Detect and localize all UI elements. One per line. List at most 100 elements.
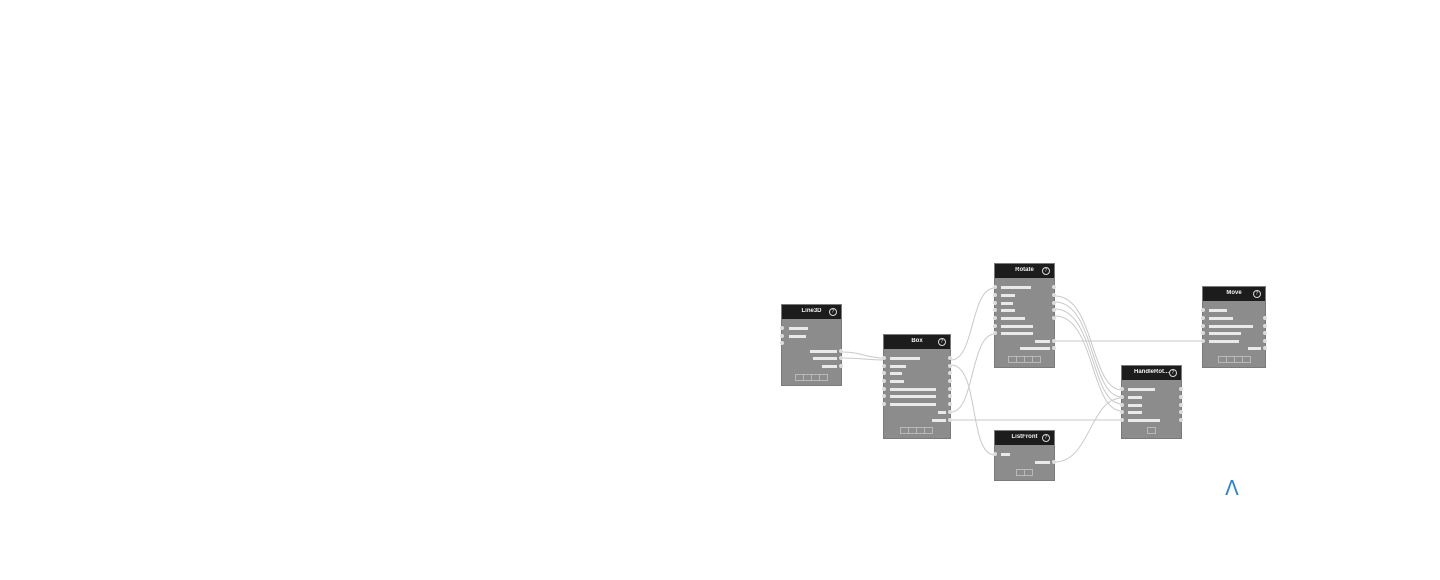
output-port-dot[interactable] <box>839 356 843 360</box>
input-port-dot[interactable] <box>780 341 784 345</box>
preview-strip[interactable] <box>1147 427 1156 434</box>
input-port-dot[interactable] <box>882 387 886 391</box>
wire-rotate-handlerot-3[interactable] <box>1054 308 1123 405</box>
help-icon[interactable]: ? <box>1042 267 1050 275</box>
output-port-dot[interactable] <box>1179 387 1183 391</box>
output-port-dot[interactable] <box>948 387 952 391</box>
input-port-dot[interactable] <box>1201 331 1205 335</box>
input-port-dot[interactable] <box>1201 324 1205 328</box>
output-port-dot[interactable] <box>948 418 952 422</box>
output-port-dot[interactable] <box>1263 316 1267 320</box>
output-port-dot[interactable] <box>948 371 952 375</box>
input-port-dot[interactable] <box>882 402 886 406</box>
chevron-up-icon[interactable]: Λ <box>1225 476 1239 500</box>
output-port-dot[interactable] <box>948 394 952 398</box>
output-port-dot[interactable] <box>1052 293 1056 297</box>
output-port-dot[interactable] <box>1052 460 1056 464</box>
preview-strip[interactable] <box>1218 356 1251 363</box>
node-rotate[interactable]: Rotate ? <box>993 264 1056 367</box>
port-row <box>882 387 952 392</box>
port-row <box>1201 316 1267 321</box>
output-port-dot[interactable] <box>948 410 952 414</box>
input-port-dot[interactable] <box>993 285 997 289</box>
node-header[interactable]: Rotate ? <box>995 264 1054 278</box>
input-port-dot[interactable] <box>1120 418 1124 422</box>
node-title: Line3D <box>801 308 822 314</box>
input-port-dot[interactable] <box>993 293 997 297</box>
wire-line3d-box-2[interactable] <box>841 357 885 361</box>
wire-box-rotate-1[interactable] <box>950 287 996 361</box>
input-port-dot[interactable] <box>1120 387 1124 391</box>
preview-strip[interactable] <box>1016 469 1033 476</box>
output-port-dot[interactable] <box>948 356 952 360</box>
preview-strip[interactable] <box>795 374 828 381</box>
input-port-dot[interactable] <box>993 316 997 320</box>
input-port-dot[interactable] <box>882 379 886 383</box>
input-port-dot[interactable] <box>993 308 997 312</box>
node-header[interactable]: Line3D ? <box>782 305 841 319</box>
input-port-dot[interactable] <box>1201 339 1205 343</box>
input-port-dot[interactable] <box>882 364 886 368</box>
input-port-dot[interactable] <box>780 326 784 330</box>
help-icon[interactable]: ? <box>1253 290 1261 298</box>
preview-strip[interactable] <box>900 427 933 434</box>
output-port-dot[interactable] <box>1179 418 1183 422</box>
node-header[interactable]: ListFront ? <box>995 431 1054 445</box>
node-listfront[interactable]: ListFront ? <box>993 431 1056 480</box>
output-port-dot[interactable] <box>839 364 843 368</box>
output-port-dot[interactable] <box>1179 403 1183 407</box>
input-port-dot[interactable] <box>1120 410 1124 414</box>
input-port-dot[interactable] <box>882 356 886 360</box>
node-line3d[interactable]: Line3D ? <box>780 305 843 385</box>
node-header[interactable]: Move ? <box>1203 287 1265 301</box>
input-port-dot[interactable] <box>993 452 997 456</box>
output-port-dot[interactable] <box>1263 339 1267 343</box>
input-port-dot[interactable] <box>993 301 997 305</box>
input-port-dot[interactable] <box>1201 316 1205 320</box>
input-port-dot[interactable] <box>1120 395 1124 399</box>
input-port-dot[interactable] <box>780 334 784 338</box>
output-port-dot[interactable] <box>1052 346 1056 350</box>
output-port-dot[interactable] <box>948 364 952 368</box>
input-port-dot[interactable] <box>1201 308 1205 312</box>
help-icon[interactable]: ? <box>938 338 946 346</box>
output-port-dot[interactable] <box>1052 285 1056 289</box>
preview-strip[interactable] <box>1008 356 1041 363</box>
help-icon[interactable]: ? <box>829 308 837 316</box>
input-port-dot[interactable] <box>882 371 886 375</box>
input-port-dot[interactable] <box>882 394 886 398</box>
output-port-dot[interactable] <box>1052 316 1056 320</box>
input-port-dot[interactable] <box>1120 403 1124 407</box>
wire-rotate-handlerot-4[interactable] <box>1054 315 1123 412</box>
output-port-dot[interactable] <box>1263 331 1267 335</box>
node-move[interactable]: Move ? <box>1201 287 1267 367</box>
output-port-dot[interactable] <box>1179 410 1183 414</box>
output-port-label <box>932 419 946 422</box>
node-handlerot[interactable]: HandleRot... ? <box>1120 366 1183 438</box>
wire-rotate-handlerot-2[interactable] <box>1054 301 1123 398</box>
input-port-dot[interactable] <box>993 331 997 335</box>
wire-line3d-box[interactable] <box>841 351 885 359</box>
input-port-dot[interactable] <box>993 324 997 328</box>
output-port-dot[interactable] <box>1263 324 1267 328</box>
node-header[interactable]: Box ? <box>884 335 950 349</box>
wire-box-rotate-2[interactable] <box>950 333 996 413</box>
node-box[interactable]: Box ? <box>882 335 952 438</box>
output-port-dot[interactable] <box>839 349 843 353</box>
wire-box-listfront[interactable] <box>950 364 996 456</box>
output-port-dot[interactable] <box>1052 308 1056 312</box>
output-port-dot[interactable] <box>1052 301 1056 305</box>
port-row <box>993 301 1056 306</box>
output-port-dot[interactable] <box>1263 346 1267 350</box>
wire-listfront-handlerot[interactable] <box>1054 397 1123 463</box>
output-port-dot[interactable] <box>1052 339 1056 343</box>
help-icon[interactable]: ? <box>1042 434 1050 442</box>
port-label <box>1001 286 1031 289</box>
wire-rotate-handlerot-1[interactable] <box>1054 295 1123 391</box>
output-port-dot[interactable] <box>948 402 952 406</box>
node-header[interactable]: HandleRot... ? <box>1122 366 1181 380</box>
output-port-dot[interactable] <box>1179 395 1183 399</box>
help-icon[interactable]: ? <box>1169 369 1177 377</box>
output-port-dot[interactable] <box>948 379 952 383</box>
